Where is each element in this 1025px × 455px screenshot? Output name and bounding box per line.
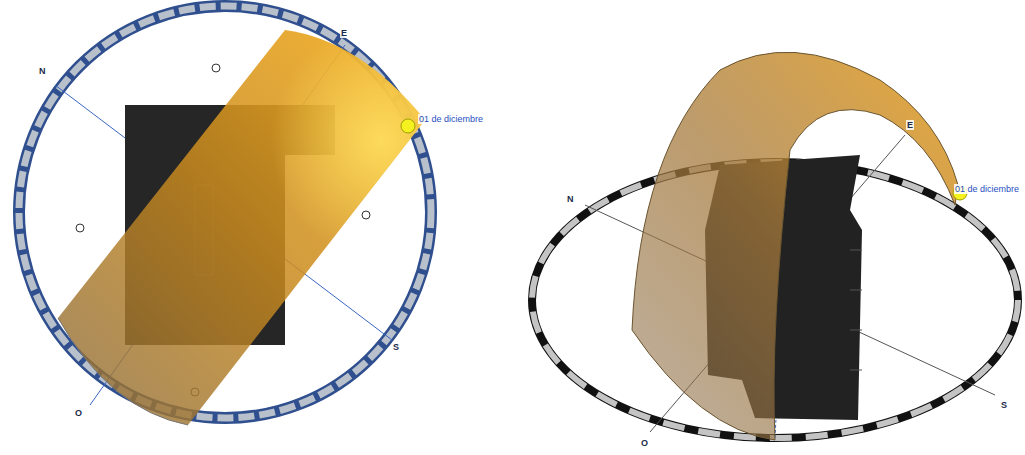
compass-label: N xyxy=(38,66,47,76)
compass-label: O xyxy=(74,408,83,418)
compass-label: S xyxy=(1000,400,1008,410)
sun-path-dome xyxy=(632,52,958,440)
compass-label: O xyxy=(640,438,649,448)
marker xyxy=(212,64,220,72)
marker xyxy=(362,211,370,219)
marker xyxy=(76,224,84,232)
sun-path-band xyxy=(58,30,425,425)
sun xyxy=(401,119,415,133)
compass-label: E xyxy=(906,120,914,130)
compass-label: N xyxy=(566,194,575,204)
compass-label: E xyxy=(340,28,348,38)
date-label: 01 de diciembre xyxy=(418,114,484,124)
plan-view xyxy=(19,6,431,425)
perspective-view xyxy=(532,52,1018,440)
compass-label: S xyxy=(392,342,400,352)
date-label: 01 de diciembre xyxy=(954,184,1020,194)
